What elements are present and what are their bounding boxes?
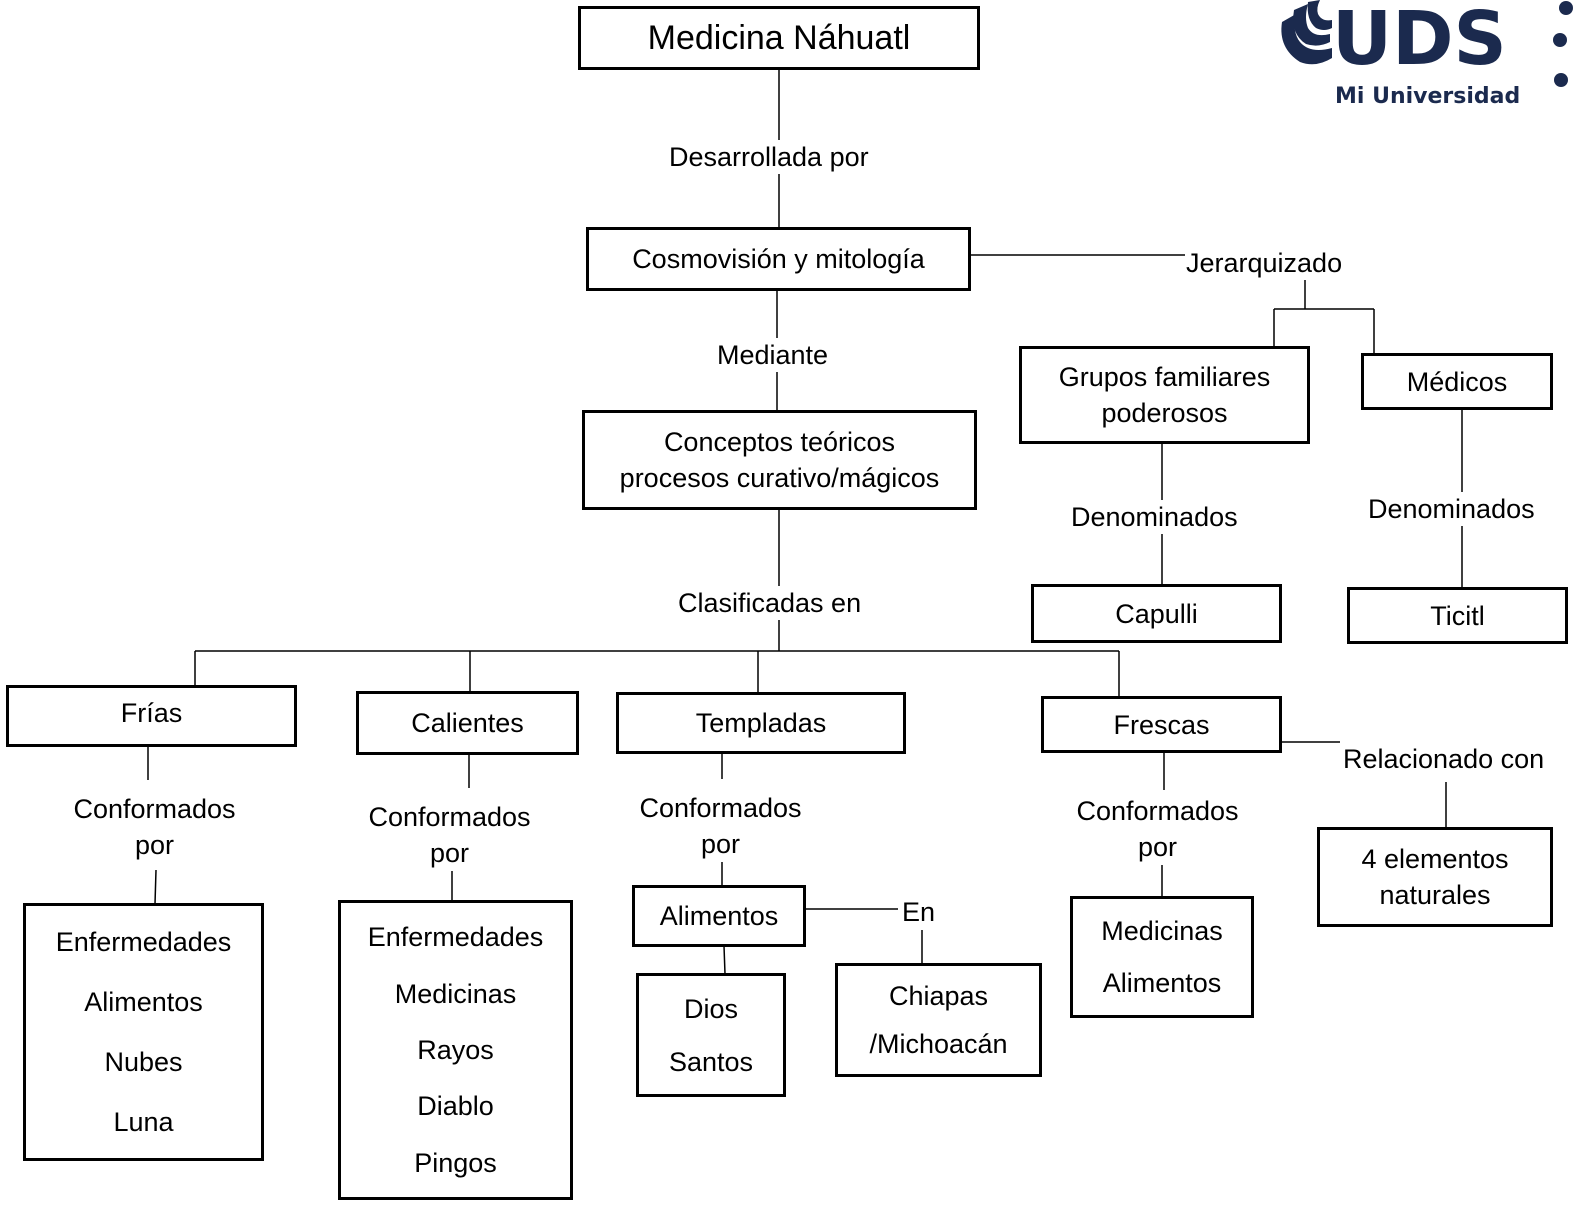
node-medicina-nahuatl: Medicina Náhuatl <box>578 6 980 70</box>
list-item: Alimentos <box>1102 968 1222 998</box>
logo-mark: UDS <box>1332 0 1507 82</box>
node-frias: Frías <box>6 685 297 747</box>
list-item: Dios <box>683 993 738 1024</box>
list-item: Nubes <box>104 1047 183 1077</box>
logo-dot <box>1553 33 1567 47</box>
link-label-denominados-medicos: Denominados <box>1368 492 1535 526</box>
node-label: Templadas <box>695 708 827 738</box>
node-calientes-contents: Enfermedades Medicinas Rayos Diablo Ping… <box>338 900 573 1200</box>
node-label-line: Grupos familiares <box>1058 362 1271 392</box>
link-label-jerarquizado: Jerarquizado <box>1186 246 1343 280</box>
link-label-clasificadas-en: Clasificadas en <box>678 586 862 620</box>
list-item: Diablo <box>417 1091 494 1122</box>
node-label: Ticitl <box>1430 600 1485 631</box>
link-label-denominados-grupos: Denominados <box>1071 500 1238 534</box>
list-item: Santos <box>668 1046 754 1077</box>
node-capulli: Capulli <box>1031 584 1282 643</box>
node-label: Cosmovisión y mitología <box>632 244 925 274</box>
node-calientes: Calientes <box>356 691 579 755</box>
node-label-line: Conceptos teóricos <box>663 427 896 457</box>
node-templadas: Templadas <box>616 692 906 754</box>
logo-tagline: Mi Universidad <box>1335 84 1520 109</box>
list-item: Enfermedades <box>367 922 544 953</box>
node-label-line: poderosos <box>1101 398 1228 428</box>
list-item: Chiapas <box>888 981 989 1011</box>
link-label-conformados-frescas: Conformados por <box>1065 793 1250 865</box>
link-label-conformados-frias: Conformados por <box>62 791 247 863</box>
node-label-line: naturales <box>1379 880 1491 910</box>
node-label: Medicina Náhuatl <box>647 19 911 57</box>
node-alimentos: Alimentos <box>632 885 806 947</box>
node-label: Capulli <box>1115 598 1198 629</box>
link-label-relacionado-con: Relacionado con <box>1343 742 1545 776</box>
node-conceptos: Conceptos teóricos procesos curativo/mág… <box>582 410 977 510</box>
node-grupos-familiares: Grupos familiares poderosos <box>1019 346 1310 444</box>
node-dios-santos: Dios Santos <box>636 973 786 1097</box>
uds-logo: UDS Mi Universidad <box>1281 0 1573 109</box>
list-item: Luna <box>113 1107 174 1137</box>
node-4-elementos: 4 elementos naturales <box>1317 827 1553 927</box>
link-label-en: En <box>902 895 936 929</box>
link-label-conformados-templadas: Conformados por <box>628 790 813 862</box>
list-item: Medicinas <box>394 978 517 1009</box>
list-item: Medicinas <box>1101 916 1223 946</box>
connector <box>723 945 726 975</box>
link-label-mediante: Mediante <box>717 338 829 372</box>
logo-dot <box>1559 1 1573 15</box>
node-label-line: 4 elementos <box>1361 844 1509 874</box>
link-label-conformados-calientes: Conformados por <box>357 799 542 871</box>
logo-dot <box>1554 73 1568 87</box>
node-frescas: Frescas <box>1041 696 1282 753</box>
node-ticitl: Ticitl <box>1347 587 1568 644</box>
node-cosmovision: Cosmovisión y mitología <box>586 227 971 291</box>
list-item: /Michoacán <box>869 1029 1008 1059</box>
node-label-line: procesos curativo/mágicos <box>619 463 940 493</box>
node-medicos: Médicos <box>1361 353 1553 410</box>
list-item: Pingos <box>414 1147 497 1178</box>
list-item: Alimentos <box>84 987 203 1017</box>
node-label: Médicos <box>1406 366 1508 397</box>
connector <box>154 869 157 905</box>
link-label-desarrollada-por: Desarrollada por <box>669 140 869 174</box>
node-label: Calientes <box>411 708 524 738</box>
node-label: Alimentos <box>659 901 779 931</box>
list-item: Enfermedades <box>55 927 232 957</box>
node-frescas-contents: Medicinas Alimentos <box>1070 896 1254 1018</box>
list-item: Rayos <box>417 1034 494 1065</box>
node-frias-contents: Enfermedades Alimentos Nubes Luna <box>23 903 264 1161</box>
node-label: Frías <box>120 698 183 728</box>
node-chiapas-michoacan: Chiapas /Michoacán <box>835 963 1042 1077</box>
node-label: Frescas <box>1113 709 1210 740</box>
